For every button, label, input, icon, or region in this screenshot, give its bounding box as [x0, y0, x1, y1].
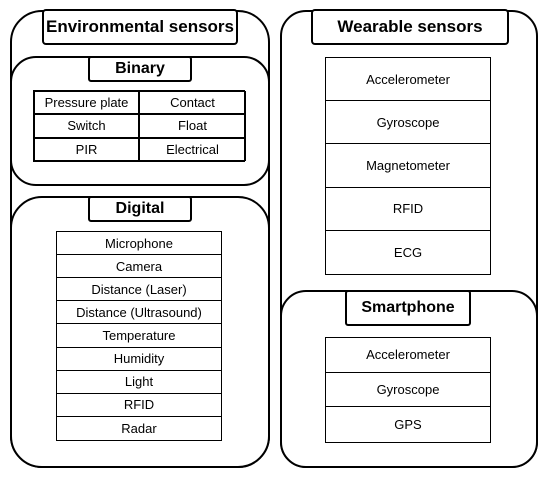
smartphone-title: Smartphone [345, 290, 471, 326]
digital-sensor-item: RFID [57, 394, 221, 417]
wearable-sensor-item: RFID [326, 188, 490, 231]
binary-sensor-cell: Switch [34, 114, 139, 138]
digital-sensor-item: Distance (Laser) [57, 278, 221, 302]
digital-sensor-item: Humidity [57, 348, 221, 371]
binary-sensor-cell: Contact [139, 91, 246, 115]
wearable-sensors-title: Wearable sensors [311, 9, 509, 45]
digital-sensor-item: Temperature [57, 324, 221, 348]
wearable-sensor-item: ECG [393, 244, 423, 260]
digital-sensor-item: Microphone [57, 232, 221, 256]
digital-sensor-item: Light [57, 371, 221, 394]
digital-sensor-item: Camera [57, 255, 221, 279]
wearable-sensor-item: Accelerometer [326, 58, 490, 102]
wearable-sensor-item: Gyroscope [326, 101, 490, 145]
binary-sensor-cell: Float [139, 114, 246, 138]
binary-sensor-cell: PIR [34, 137, 139, 161]
smartphone-sensor-item: Gyroscope [326, 373, 490, 408]
digital-sensor-item: Radar [121, 420, 157, 436]
digital-sensor-item: Distance (Ultrasound) [57, 301, 221, 325]
environmental-sensors-title: Environmental sensors [42, 9, 238, 45]
smartphone-sensor-item: Accelerometer [326, 338, 490, 373]
digital-title: Digital [88, 196, 192, 222]
wearable-sensor-item: Magnetometer [326, 144, 490, 188]
binary-title: Binary [88, 56, 192, 82]
binary-sensor-cell: Pressure plate [34, 91, 139, 115]
binary-sensor-cell: Electrical [139, 137, 246, 161]
smartphone-sensor-item: GPS [394, 417, 422, 433]
